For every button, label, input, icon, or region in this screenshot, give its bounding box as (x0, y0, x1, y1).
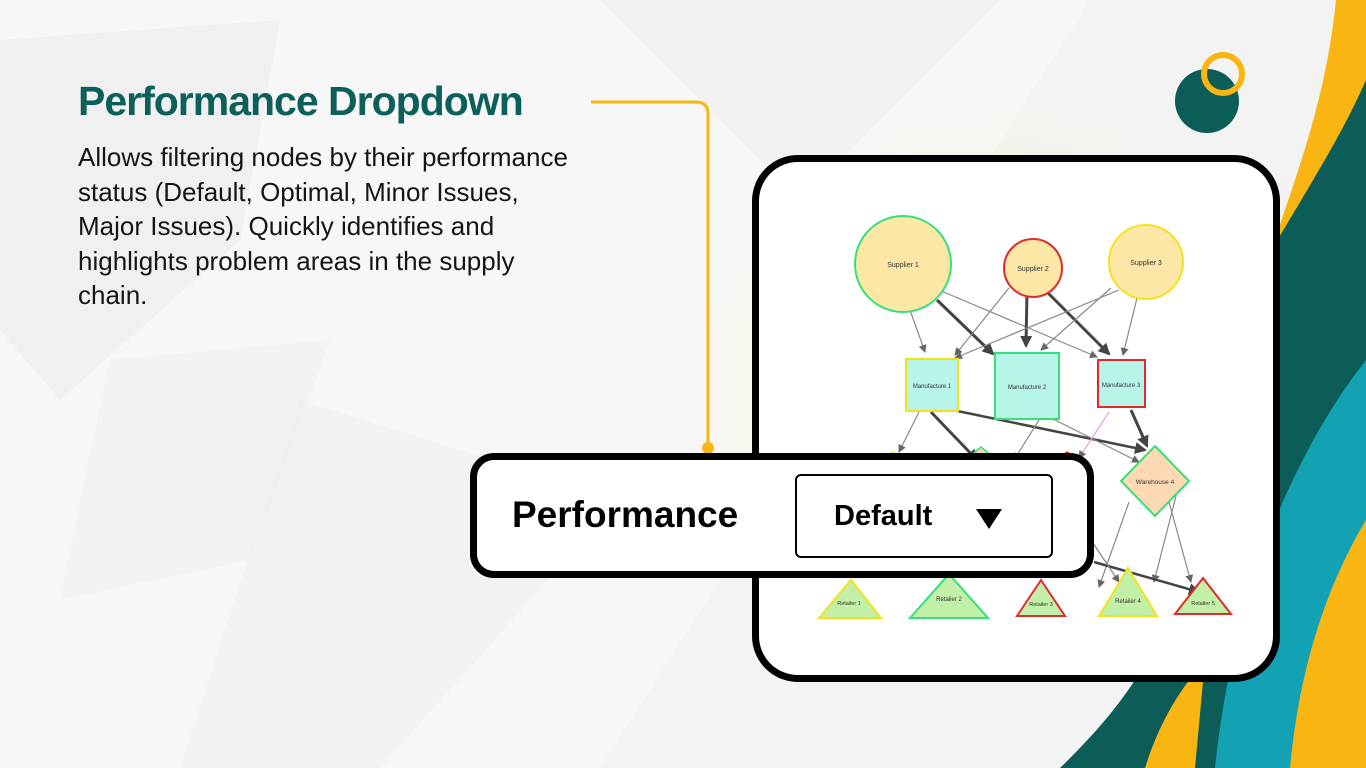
node-manufacture-2 (994, 352, 1060, 420)
label-warehouse-4: Warehouse 4 (1136, 479, 1175, 486)
node-warehouse-4 (1119, 444, 1191, 518)
connector-line (591, 100, 710, 444)
node-supplier-3 (1108, 224, 1184, 300)
node-manufacture-1 (905, 358, 959, 412)
node-supplier-2 (1003, 238, 1063, 298)
supply-chain-diagram: Supplier 1 Supplier 2 Supplier 3 Manufac… (752, 155, 1280, 682)
node-retailer-4 (1097, 566, 1159, 617)
performance-dropdown-value: Default (834, 500, 933, 532)
manufacturer-nodes (905, 352, 1146, 420)
slide-description: Allows filtering nodes by their performa… (78, 142, 568, 310)
label-retailer-5: Retailer 5 (1191, 601, 1215, 607)
node-retailer-3 (1015, 578, 1067, 617)
network-graph: Supplier 1 Supplier 2 Supplier 3 Manufac… (816, 215, 1234, 619)
node-retailer-5 (1172, 576, 1234, 615)
label-supplier-2: Supplier 2 (1017, 266, 1049, 273)
supplier-nodes (854, 215, 1184, 313)
node-retailer-2 (907, 572, 991, 619)
label-retailer-4: Retailer 4 (1115, 599, 1141, 605)
label-manufacture-1: Manufacture 1 (913, 384, 952, 390)
label-supplier-1: Supplier 1 (887, 262, 919, 269)
graph-edges (898, 284, 1201, 596)
label-supplier-3: Supplier 3 (1130, 260, 1162, 267)
node-retailer-1 (816, 578, 884, 619)
connector-dot (702, 442, 714, 454)
performance-filter-panel: Performance Default (470, 453, 1094, 578)
retailer-nodes (816, 566, 1234, 619)
triangle-down-icon (976, 509, 1002, 529)
slide-title: Performance Dropdown (78, 78, 524, 124)
label-manufacture-3: Manufacture 3 (1102, 383, 1141, 389)
label-retailer-3: Retailer 3 (1029, 602, 1053, 608)
performance-dropdown[interactable]: Default (795, 474, 1053, 558)
label-manufacture-2: Manufacture 2 (1008, 385, 1047, 391)
label-retailer-2: Retailer 2 (936, 597, 962, 603)
label-retailer-1: Retailer 1 (837, 601, 861, 607)
node-manufacture-3 (1097, 359, 1146, 408)
performance-label: Performance (512, 494, 739, 535)
node-supplier-1 (854, 215, 952, 313)
